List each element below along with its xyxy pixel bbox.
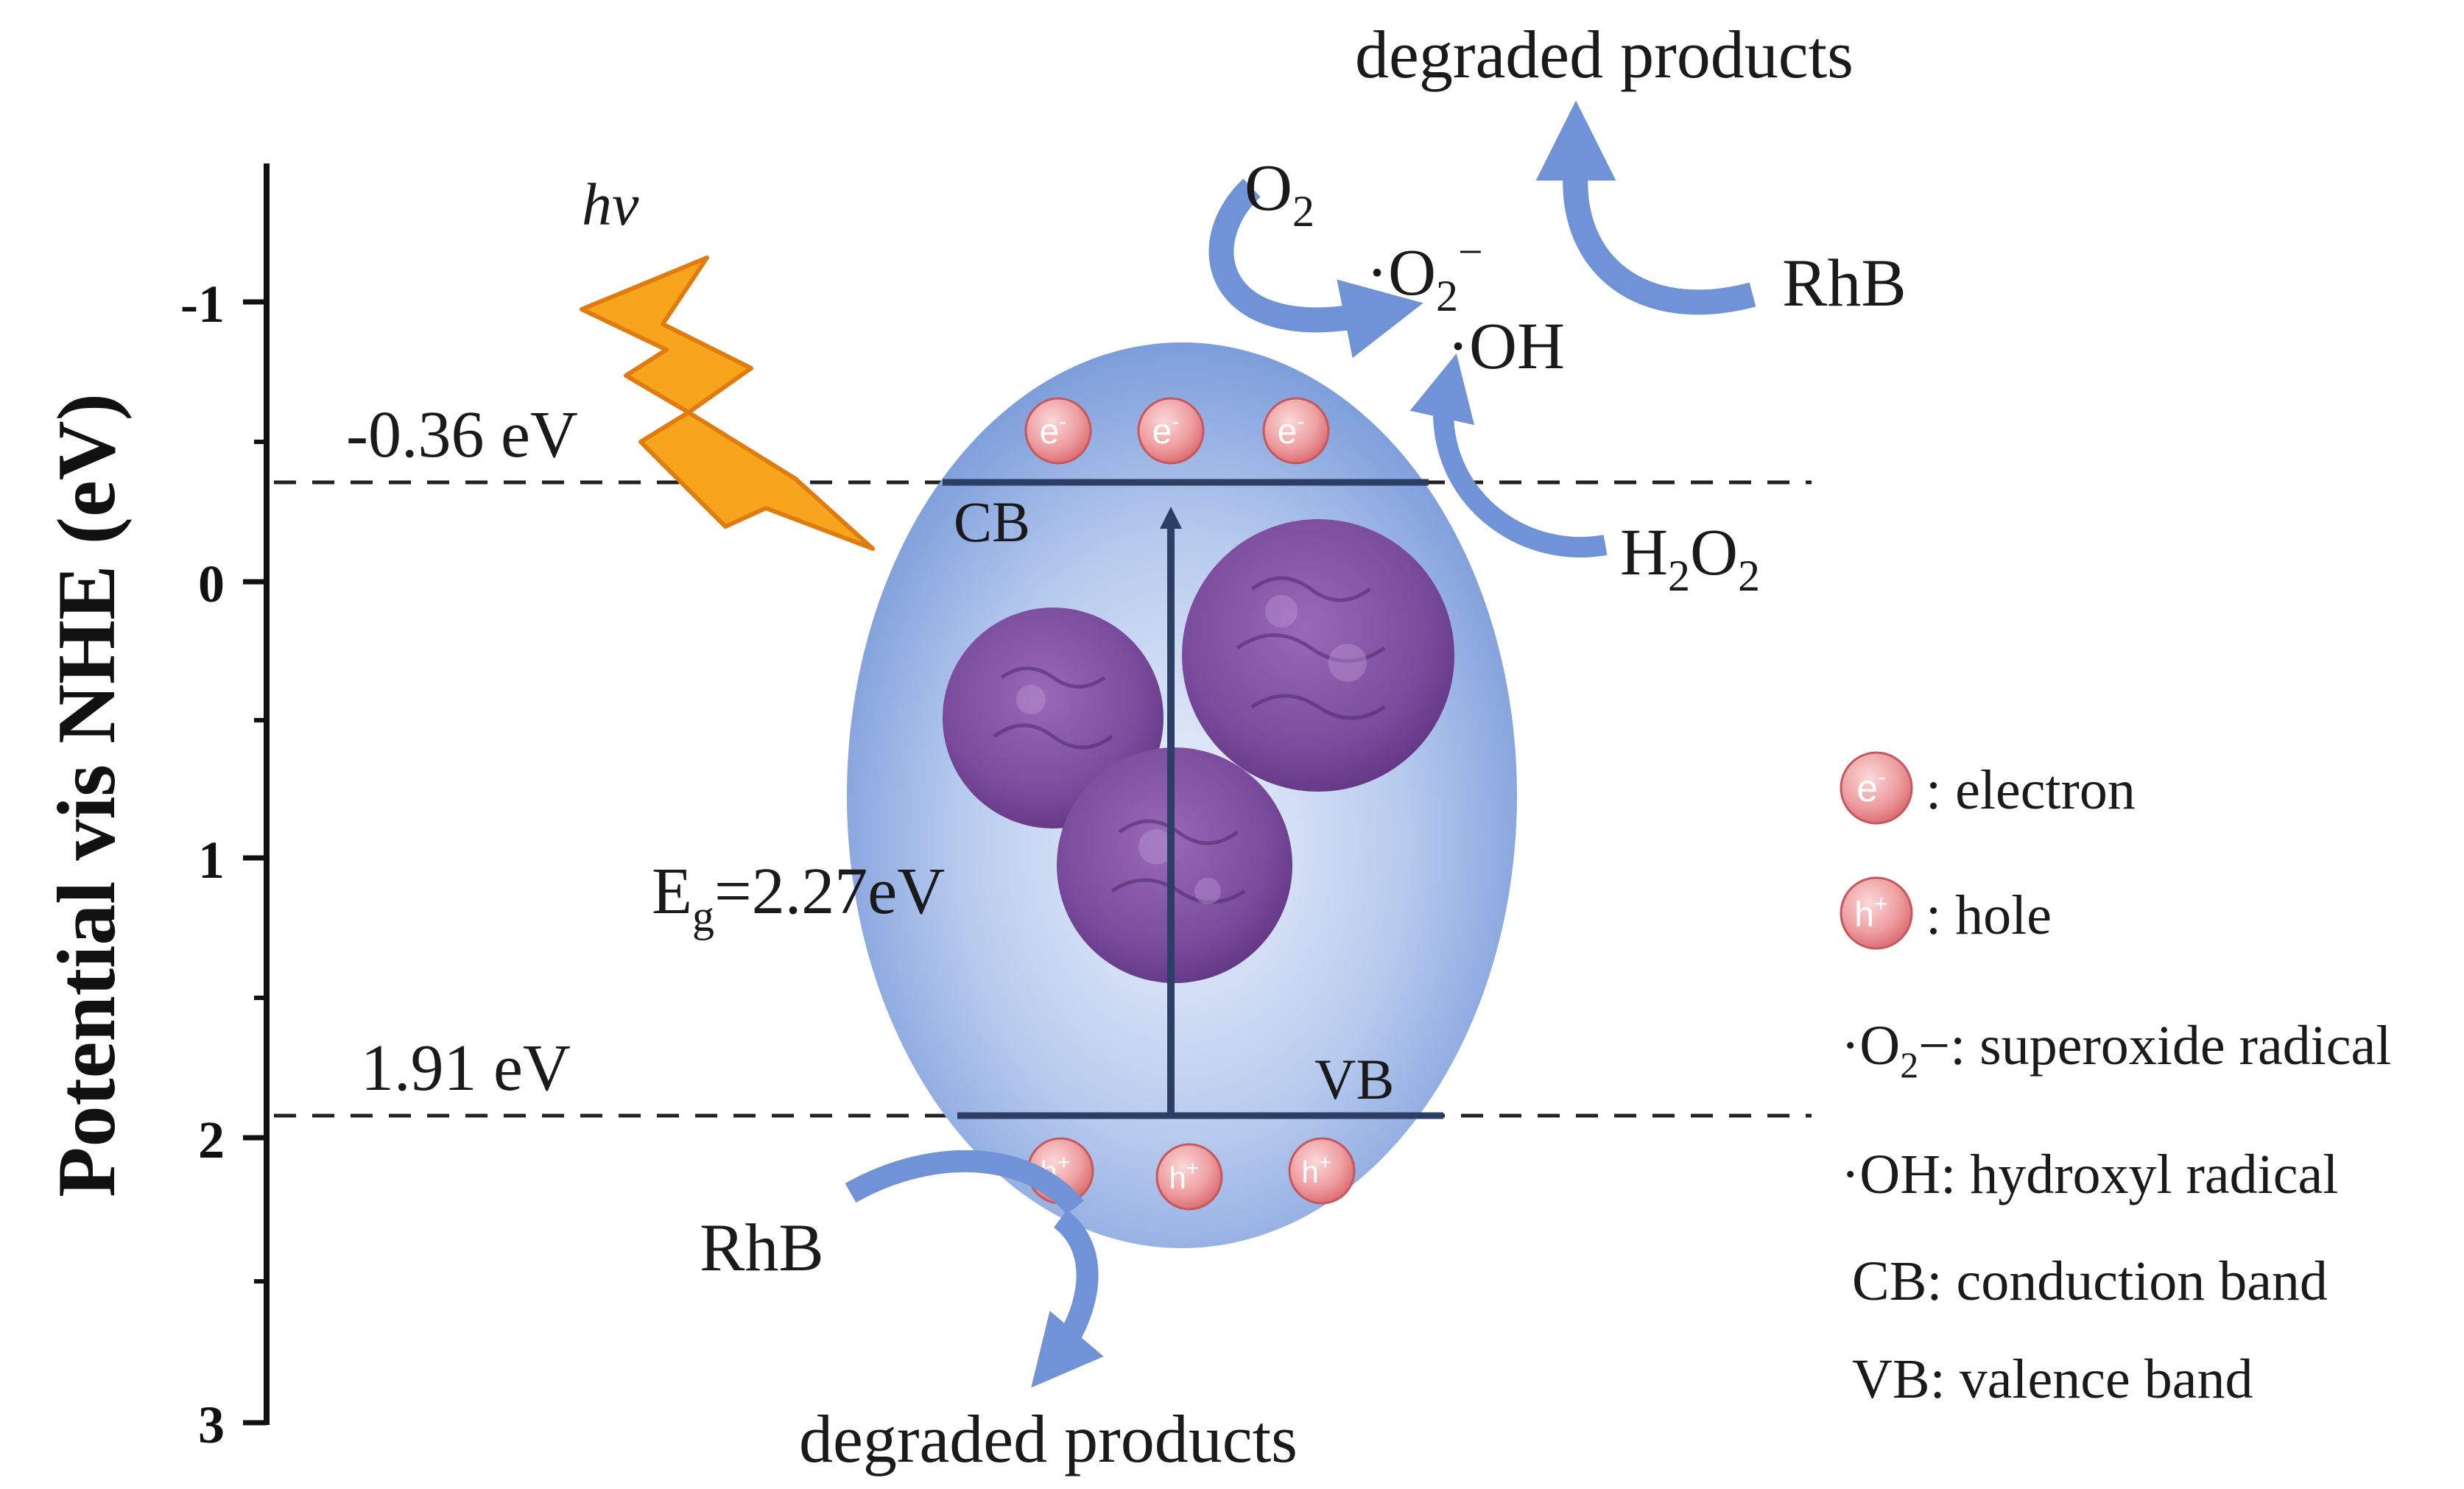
cb-label: CB xyxy=(954,490,1030,554)
tick-label: 3 xyxy=(198,1395,225,1454)
h2o2-label: H2O2 xyxy=(1620,516,1760,600)
hole-to-products-arrow xyxy=(1031,1210,1104,1388)
tick-label: 0 xyxy=(198,555,225,613)
vb-label: VB xyxy=(1314,1047,1394,1111)
hole-particle: h+ xyxy=(1155,1143,1223,1211)
tick-label: 1 xyxy=(198,831,225,890)
legend-electron-icon: e- xyxy=(1840,751,1913,825)
vb-potential-label: 1.91 eV xyxy=(361,1032,571,1105)
electron-particle: e- xyxy=(1137,397,1205,465)
legend-hole-icon: h+ xyxy=(1840,876,1913,950)
rhb-to-products-arrow xyxy=(1535,100,1756,315)
rhb-top-label: RhB xyxy=(1782,245,1907,320)
hole-particle: h+ xyxy=(1288,1137,1356,1205)
tick-label: 2 xyxy=(198,1110,225,1169)
legend: e- : electron h+ : hole ·O2−: superoxide… xyxy=(1840,751,2391,1410)
legend-electron-text: : electron xyxy=(1926,759,2136,821)
band-gap-label: Eg=2.27eV xyxy=(652,855,945,940)
legend-hydroxyl-text: ·OH: hydroxyl radical xyxy=(1841,1144,2338,1205)
o2-to-superoxide-arrow xyxy=(1208,178,1423,359)
svg-text:e-: e- xyxy=(1856,764,1886,810)
svg-text:e-: e- xyxy=(1278,409,1305,451)
hydroxyl-label: ·OH xyxy=(1447,310,1565,383)
tick-label: -1 xyxy=(180,275,225,334)
electron-particle: e- xyxy=(1262,397,1330,465)
y-axis-title: Potential vis NHE (eV) xyxy=(41,393,133,1197)
superoxide-label: ·O2− xyxy=(1366,228,1483,320)
top-degraded-products-label: degraded products xyxy=(1355,17,1854,92)
bottom-degraded-products-label: degraded products xyxy=(799,1401,1298,1476)
legend-cb-text: CB: conduction band xyxy=(1852,1250,2328,1312)
y-axis: -1 0 1 2 3 Potential vis NHE (eV) xyxy=(41,163,270,1454)
svg-text:e-: e- xyxy=(1040,409,1067,451)
svg-text:h+: h+ xyxy=(1169,1156,1200,1195)
svg-text:h+: h+ xyxy=(1854,890,1887,934)
svg-text:h+: h+ xyxy=(1302,1150,1332,1189)
rhb-to-hole-arrow xyxy=(845,1150,1084,1215)
cb-potential-label: -0.36 eV xyxy=(346,398,578,471)
legend-hole-text: : hole xyxy=(1926,884,2052,946)
light-bolt-icon xyxy=(580,256,875,551)
legend-vb-text: VB: valence band xyxy=(1852,1348,2253,1410)
o2-label: O2 xyxy=(1245,152,1314,236)
electron-particle: e- xyxy=(1024,397,1092,465)
light-label: hv xyxy=(582,171,639,238)
h2o2-to-hydroxyl-arrow xyxy=(1409,353,1608,558)
legend-superoxide-text: ·O2−: superoxide radical xyxy=(1841,1015,2391,1085)
rhb-bottom-label: RhB xyxy=(700,1210,824,1285)
svg-text:e-: e- xyxy=(1152,409,1180,451)
